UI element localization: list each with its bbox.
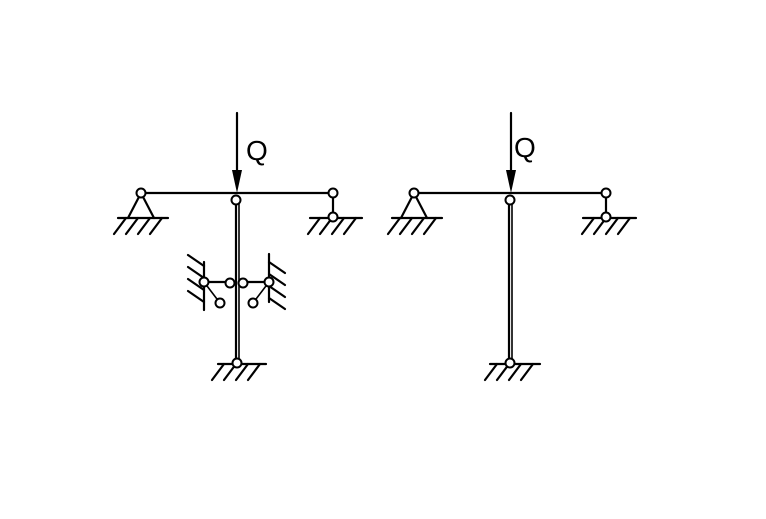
- right-hinge-top: [504, 194, 516, 206]
- right-hinge-pin: [408, 187, 420, 199]
- left-hinge-beam-end: [327, 187, 339, 199]
- right-pin-support: [386, 190, 444, 236]
- right-load-label: Q: [514, 132, 536, 163]
- right-hinge-bottom: [504, 357, 516, 369]
- right-hinge-roller: [600, 211, 612, 223]
- left-hinge-top: [230, 194, 242, 206]
- left-hinge-bottom: [231, 357, 243, 369]
- right-hinge-beam-end: [600, 187, 612, 199]
- left-pin-support: [112, 190, 170, 236]
- left-hinge-pin: [135, 187, 147, 199]
- left-load-label: Q: [246, 135, 268, 166]
- left-scheme: Q: [112, 111, 364, 382]
- left-hinge-roller: [327, 211, 339, 223]
- left-load-arrowhead: [232, 170, 242, 193]
- right-scheme: Q: [386, 111, 638, 382]
- left-lateral-links: [186, 252, 287, 312]
- right-load-arrowhead: [506, 170, 516, 193]
